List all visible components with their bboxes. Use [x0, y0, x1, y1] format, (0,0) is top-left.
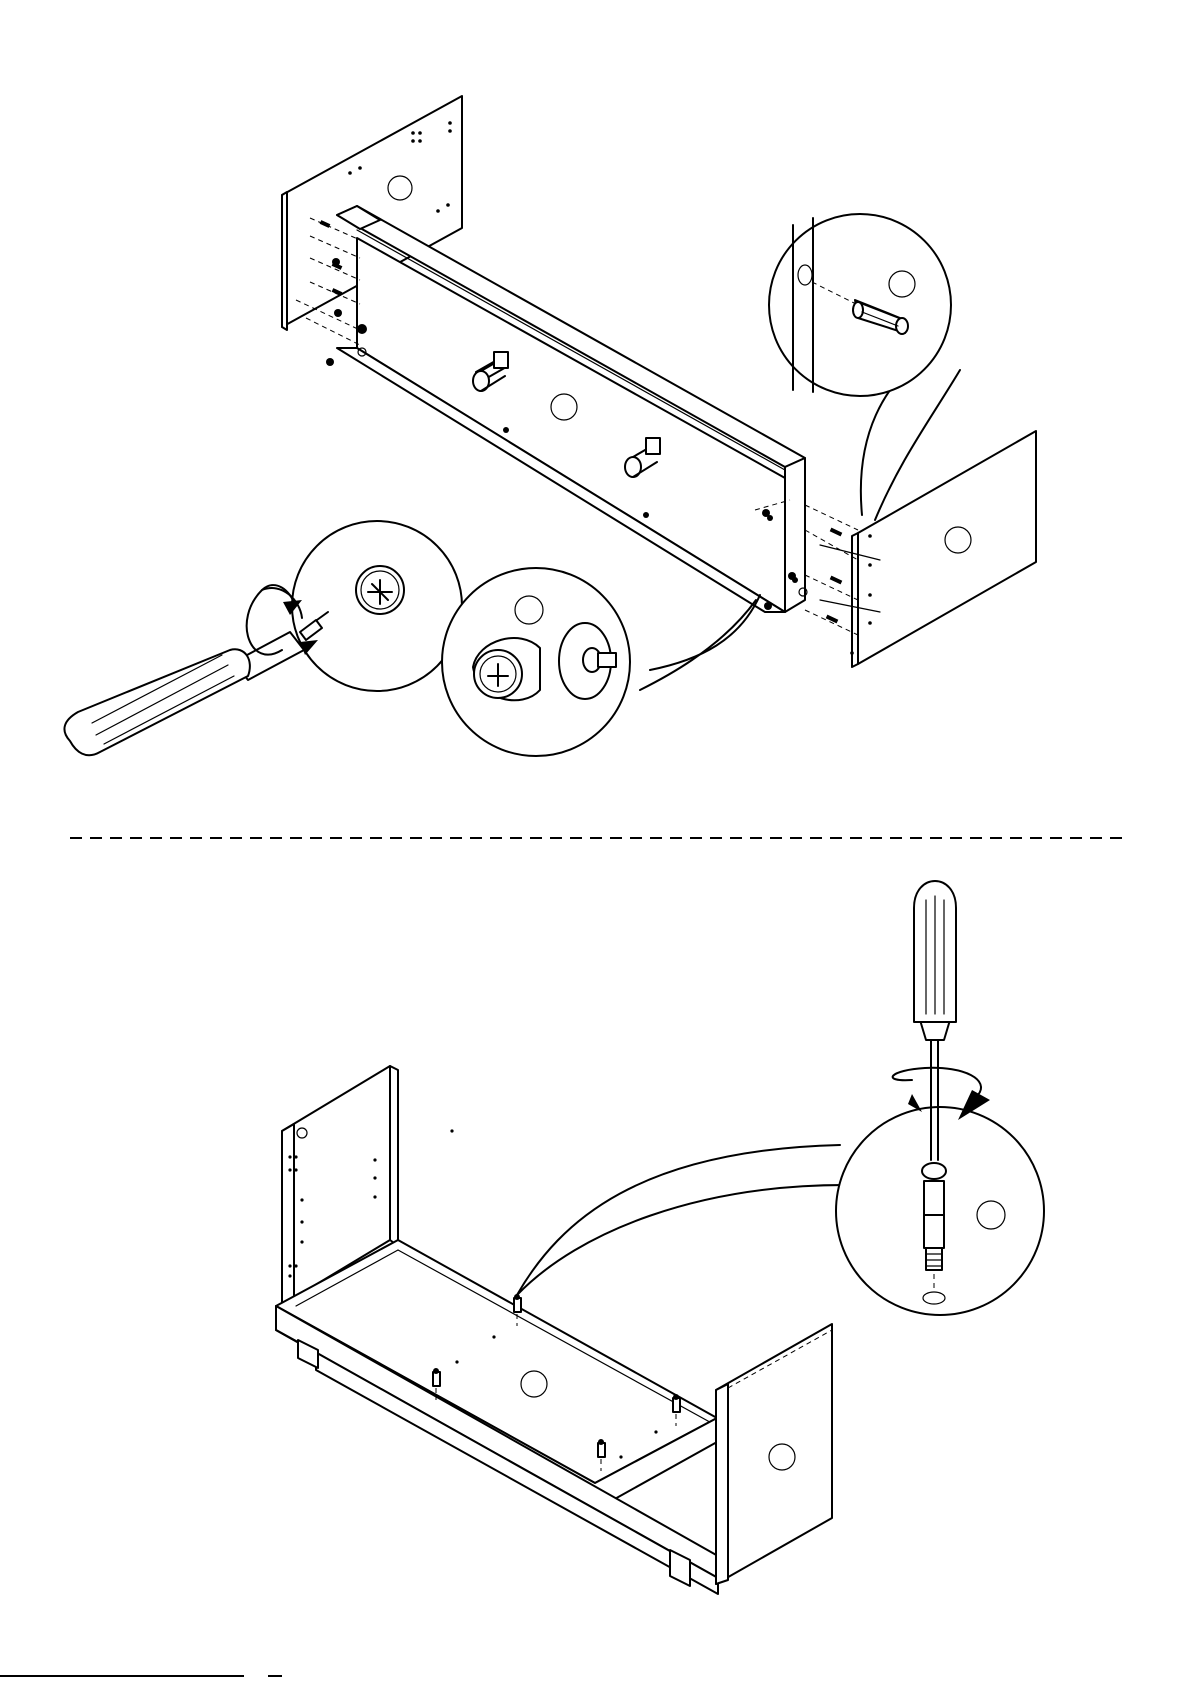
- screwdriver-turn-callout: [64, 521, 462, 755]
- right-upright-panel: [716, 1324, 832, 1584]
- base-board: [276, 1240, 718, 1594]
- step-1-illustration: [64, 96, 1036, 756]
- right-side-panel: [850, 431, 1036, 667]
- step-2-illustration: [276, 881, 1044, 1594]
- cam-lock-detail-callout: [442, 568, 760, 756]
- cam-bolt-detail-callout: [517, 881, 1044, 1315]
- cam-lock-icon: [356, 566, 404, 614]
- screwdriver-icon: [64, 612, 328, 755]
